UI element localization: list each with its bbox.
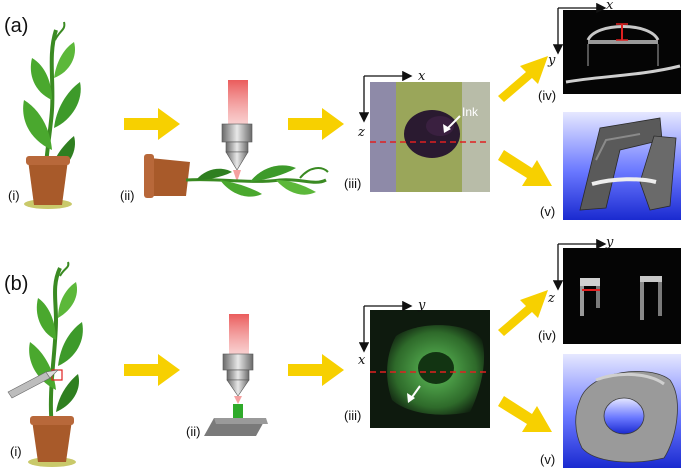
panel-b-label: (b) xyxy=(4,273,28,295)
process-arrow-icon xyxy=(498,150,552,186)
volume-render-image xyxy=(563,112,681,220)
oct-bscan-image xyxy=(563,248,681,344)
axis-label-v: x xyxy=(358,353,366,368)
axis-label-h: y xyxy=(605,235,614,250)
oct-bscan-image xyxy=(563,10,681,94)
ink-microscopy-image xyxy=(370,82,490,192)
panel-a-label: (a) xyxy=(4,15,28,37)
axis-label-v: y xyxy=(547,53,556,68)
process-arrow-icon xyxy=(288,108,344,140)
panel-b-sub-iii-label: (iii) xyxy=(344,408,361,423)
panel-a-sub-iii-label: (iii) xyxy=(344,176,361,191)
volume-render-image xyxy=(563,354,681,468)
pointer-arrowhead-icon xyxy=(407,393,415,403)
axis-label-h: x xyxy=(606,0,614,13)
upright-plant-illustration xyxy=(23,21,81,209)
ink-pointer-arrowhead-icon xyxy=(443,124,451,133)
panel-b-sub-iv-label: (iv) xyxy=(538,328,556,343)
process-arrow-icon xyxy=(288,354,344,386)
panel-b-sub-ii-label: (ii) xyxy=(186,424,200,439)
process-arrow-icon xyxy=(498,56,548,102)
fluorescence-image xyxy=(370,310,490,428)
axis-label-h: x xyxy=(418,69,426,84)
process-arrow-icon xyxy=(498,396,552,432)
panel-a-sub-iv-label: (iv) xyxy=(538,88,556,103)
process-arrow-icon xyxy=(124,108,180,140)
axis-label-h: y xyxy=(417,298,426,313)
panel-a-sub-v-label: (v) xyxy=(540,204,555,219)
panel-a-sub-i-label: (i) xyxy=(8,188,20,203)
axis-label-v: z xyxy=(547,291,555,306)
oct-probe-slice-illustration xyxy=(204,314,268,436)
horizontal-plant-illustration xyxy=(144,154,329,198)
axis-label-v: z xyxy=(357,125,365,140)
panel-a-sub-ii-label: (ii) xyxy=(120,188,134,203)
oct-probe-illustration xyxy=(221,80,253,182)
ink-label: Ink xyxy=(462,105,479,119)
plant-with-scalpel-illustration xyxy=(7,261,83,467)
process-arrow-icon xyxy=(124,354,180,386)
process-arrow-icon xyxy=(498,290,548,336)
panel-b-sub-v-label: (v) xyxy=(540,452,555,467)
panel-b-sub-i-label: (i) xyxy=(10,444,22,459)
